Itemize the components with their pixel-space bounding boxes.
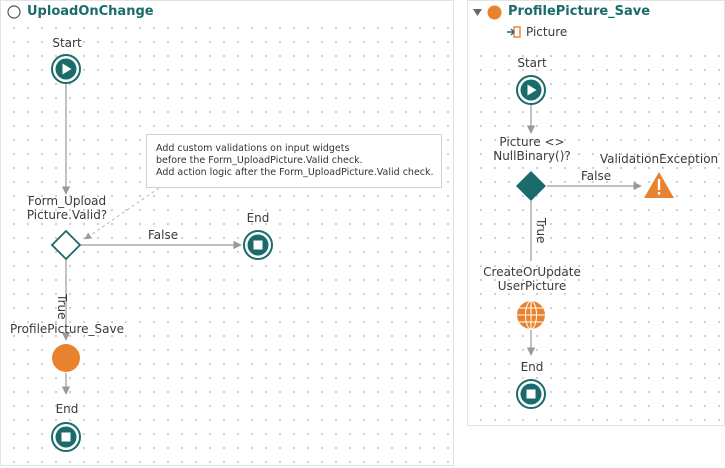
end-label: End xyxy=(520,360,544,374)
start-label: Start xyxy=(517,56,547,70)
decision-label: Form_Upload Picture.Valid? xyxy=(26,194,108,222)
stop-icon xyxy=(61,432,71,442)
stop-icon xyxy=(526,389,536,399)
comment-text: before the Form_UploadPicture.Valid chec… xyxy=(156,155,363,166)
decision-node[interactable] xyxy=(50,229,82,261)
flow-header: ProfilePicture_Save Picture xyxy=(468,1,724,43)
end-node[interactable] xyxy=(516,379,546,409)
flow-connectors xyxy=(516,75,674,409)
input-parameter-icon xyxy=(507,26,521,38)
flow-canvas-profilepicture-save[interactable]: ProfilePicture_Save Picture xyxy=(467,0,725,426)
decision-label: Picture <> NullBinary()? xyxy=(493,135,571,163)
start-label: Start xyxy=(52,36,82,50)
exception-node[interactable] xyxy=(644,172,674,198)
false-branch-label: False xyxy=(148,228,179,242)
true-branch-label: True xyxy=(534,218,548,244)
false-branch-label: False xyxy=(581,169,612,183)
comment-connector xyxy=(84,187,160,240)
start-node[interactable] xyxy=(516,75,546,105)
circle-outline-icon xyxy=(7,5,21,19)
start-node[interactable] xyxy=(51,54,81,84)
end-label: End xyxy=(246,211,270,225)
exception-label: ValidationException xyxy=(599,152,719,166)
database-icon xyxy=(517,300,545,330)
flow-connectors xyxy=(50,54,273,452)
comment-text: Add action logic after the Form_UploadPi… xyxy=(156,167,434,178)
flow-canvas-uploadonchange[interactable]: UploadOnChange xyxy=(0,0,454,466)
flow-title: ProfilePicture_Save xyxy=(508,4,651,19)
comment-text: Add custom validations on input widgets xyxy=(156,143,350,154)
end-node-false[interactable] xyxy=(243,230,273,260)
triangle-down-icon[interactable] xyxy=(473,9,482,17)
end-node-true[interactable] xyxy=(51,422,81,452)
flow-title: UploadOnChange xyxy=(27,4,154,19)
decision-node[interactable] xyxy=(516,171,546,201)
parameter-label[interactable]: Picture xyxy=(526,25,568,39)
true-branch-label: True xyxy=(55,294,69,320)
end-label: End xyxy=(55,402,79,416)
action-node-profilepicture-save[interactable] xyxy=(52,344,80,372)
play-icon xyxy=(62,63,72,75)
action-label: ProfilePicture_Save xyxy=(9,322,125,336)
flow-header: UploadOnChange xyxy=(1,1,453,25)
play-icon xyxy=(527,84,537,96)
entity-action-node[interactable] xyxy=(517,300,545,330)
comment-box[interactable]: Add custom validations on input widgets … xyxy=(146,134,442,188)
action-label: CreateOrUpdate UserPicture xyxy=(483,265,581,293)
stop-icon xyxy=(253,240,263,250)
orange-circle-icon xyxy=(487,5,502,20)
